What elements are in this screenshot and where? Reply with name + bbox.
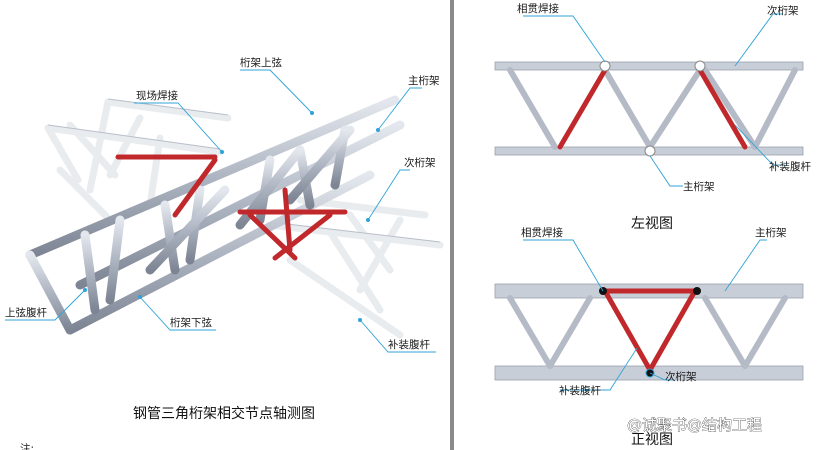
isometric-view-panel: 桁架上弦 现场焊接 主桁架 次桁架 上弦腹杆 桁架下弦 补装腹杆 钢管三角桁架相… (5, 56, 444, 450)
orthographic-drawing: 相贯焊接 次桁架 补装腹杆 主桁架 左视图 相贯焊接 主桁架 (494, 2, 811, 448)
caption-left-view: 左视图 (631, 216, 673, 232)
leader-lines (5, 69, 436, 353)
label-site-welding: 现场焊接 (136, 89, 178, 102)
supplementary-web-members-3d (115, 154, 348, 261)
label-truss-bottom-chord: 桁架下弦 (170, 316, 212, 329)
label-main-truss: 主桁架 (408, 74, 440, 87)
secondary-truss-3d (44, 98, 444, 339)
main-truss-3d (25, 95, 405, 335)
note-label: 注: (20, 442, 34, 450)
isometric-drawing: 桁架上弦 现场焊接 主桁架 次桁架 上弦腹杆 桁架下弦 补装腹杆 钢管三角桁架相… (5, 56, 444, 450)
label-secondary-truss: 次桁架 (404, 156, 436, 169)
label-upper-chord-web: 上弦腹杆 (5, 306, 47, 319)
fv-label-intersecting-weld: 相贯焊接 (521, 226, 563, 239)
fv-label-secondary-truss: 次桁架 (665, 370, 697, 383)
caption-front-view: 正视图 (631, 432, 673, 448)
label-supplementary-web: 补装腹杆 (388, 338, 430, 351)
lv-label-secondary-truss: 次桁架 (767, 4, 799, 17)
caption-isometric: 钢管三角桁架相交节点轴测图 (133, 405, 315, 422)
watermark: @诚聚书@结构工程 (627, 416, 762, 434)
left-view: 相贯焊接 次桁架 补装腹杆 主桁架 左视图 (494, 2, 811, 232)
lv-label-supplementary-web: 补装腹杆 (769, 160, 811, 173)
panel-divider (450, 0, 454, 450)
orthographic-views-panel: 相贯焊接 次桁架 补装腹杆 主桁架 左视图 相贯焊接 主桁架 (455, 0, 830, 450)
fv-label-supplementary-web: 补装腹杆 (559, 384, 601, 397)
lv-label-intersecting-weld: 相贯焊接 (517, 2, 559, 15)
fv-label-main-truss: 主桁架 (755, 226, 787, 239)
label-truss-top-chord: 桁架上弦 (240, 56, 282, 69)
front-view: 相贯焊接 主桁架 补装腹杆 次桁架 正视图 (494, 226, 804, 448)
lv-label-main-truss: 主桁架 (683, 180, 715, 193)
